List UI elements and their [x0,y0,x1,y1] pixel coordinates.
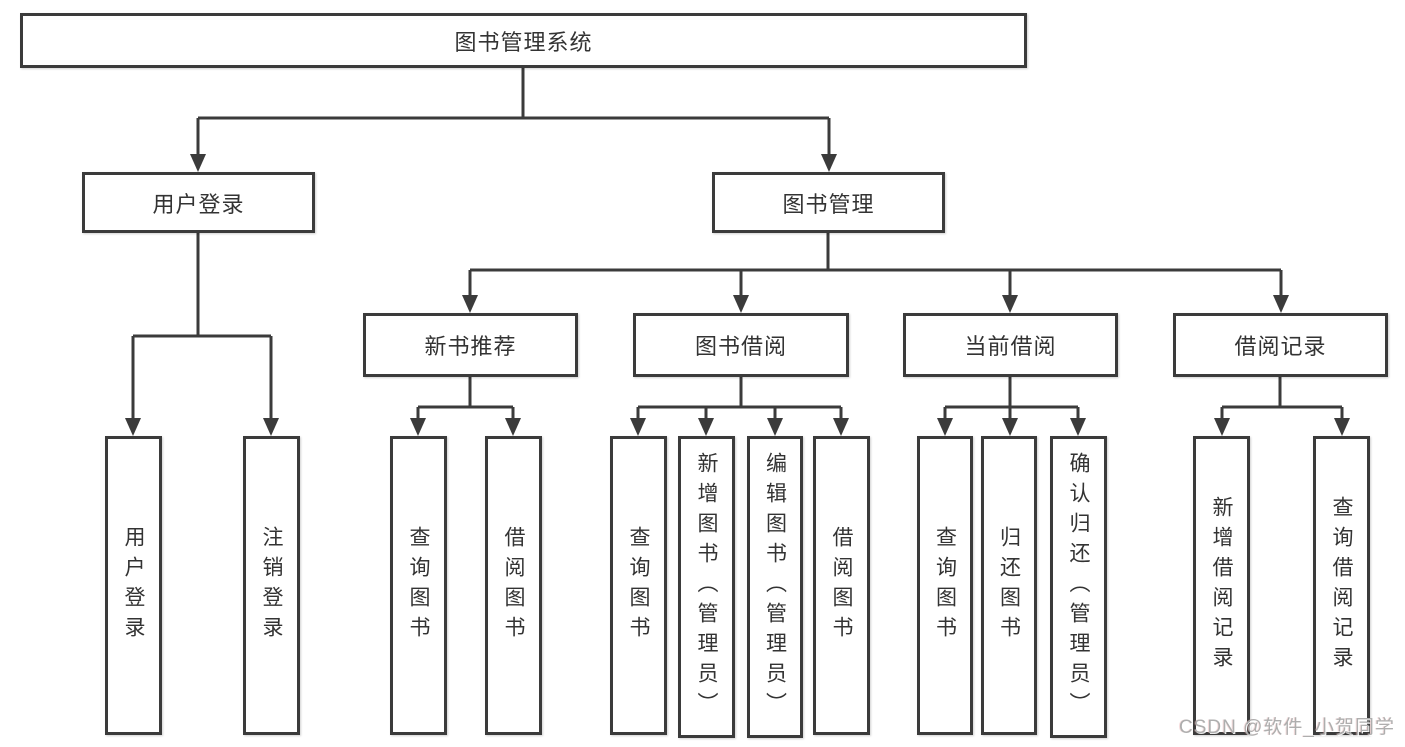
connector-current-to-leaves [943,377,1080,420]
node-new-book-recommend: 新书推荐 [363,313,578,377]
leaf-query-books-current-label: 查询图书 [933,525,957,646]
arrowhead [1002,295,1018,313]
node-new-book-recommend-label: 新书推荐 [424,334,517,359]
leaf-user-login-label: 用户登录 [122,525,145,646]
leaf-confirm-return-admin-label: 确认归还（管理员） [1067,452,1090,722]
connector-newbooks-to-leaves [416,377,515,420]
node-current-borrow: 当前借阅 [903,313,1118,377]
leaf-user-login: 用户登录 [105,436,162,735]
arrowhead [263,418,279,436]
node-user-login: 用户登录 [82,172,315,233]
connector-bookmgmt-to-level3 [468,233,1283,297]
leaf-confirm-return-admin: 确认归还（管理员） [1050,436,1107,738]
node-current-borrow-label: 当前借阅 [964,334,1057,359]
arrowhead [937,418,953,436]
leaf-add-borrow-record-label: 新增借阅记录 [1210,495,1233,676]
leaf-edit-books-admin: 编辑图书（管理员） [747,436,803,738]
leaf-logout: 注销登录 [243,436,300,735]
leaf-borrow-books-recommend: 借阅图书 [485,436,542,735]
leaf-query-books-current: 查询图书 [917,436,973,735]
arrowhead [190,154,206,172]
arrowhead [462,295,478,313]
leaf-query-borrow-record: 查询借阅记录 [1313,436,1370,735]
leaf-query-borrow-record-label: 查询借阅记录 [1330,495,1353,676]
leaf-query-books-borrow-label: 查询图书 [627,525,650,646]
node-borrow-records-label: 借阅记录 [1234,334,1327,359]
connector-userlogin-to-leaves [131,233,273,420]
leaf-query-books-recommend: 查询图书 [390,436,447,735]
leaf-query-books-recommend-label: 查询图书 [407,525,430,646]
arrowhead [698,418,714,436]
arrowhead [1070,418,1086,436]
node-user-login-label: 用户登录 [152,191,245,217]
arrowhead [733,295,749,313]
arrowhead [821,154,837,172]
arrowhead [1273,295,1289,313]
arrowhead [1214,418,1230,436]
leaf-add-borrow-record: 新增借阅记录 [1193,436,1250,735]
leaf-logout-label: 注销登录 [260,525,283,646]
arrowhead [410,418,426,436]
connector-records-to-leaves [1220,377,1344,420]
arrowhead [833,418,849,436]
node-root: 图书管理系统 [20,13,1027,68]
leaf-borrow-books-recommend-label: 借阅图书 [502,525,525,646]
node-book-management: 图书管理 [712,172,945,233]
node-root-label: 图书管理系统 [454,29,593,55]
arrowhead [1334,418,1350,436]
node-book-borrow-label: 图书借阅 [694,334,787,359]
leaf-borrow-books: 借阅图书 [813,436,870,735]
leaf-edit-books-admin-label: 编辑图书（管理员） [763,452,787,722]
leaf-return-books: 归还图书 [981,436,1037,735]
arrowhead [1002,418,1018,436]
arrowhead [125,418,141,436]
node-book-management-label: 图书管理 [782,191,875,217]
node-book-borrow: 图书借阅 [633,313,849,377]
node-borrow-records: 借阅记录 [1173,313,1388,377]
leaf-query-books-borrow: 查询图书 [610,436,667,735]
leaf-borrow-books-label: 借阅图书 [830,525,853,646]
connector-root-to-level2 [196,68,831,156]
leaf-add-books-admin-label: 新增图书（管理员） [695,452,718,722]
arrowhead [767,418,783,436]
leaf-return-books-label: 归还图书 [997,525,1021,646]
arrowhead [630,418,646,436]
arrowhead [505,418,521,436]
connector-borrow-to-leaves [636,377,843,420]
leaf-add-books-admin: 新增图书（管理员） [678,436,735,738]
csdn-watermark: CSDN @软件_小贺同学 [1179,717,1395,738]
